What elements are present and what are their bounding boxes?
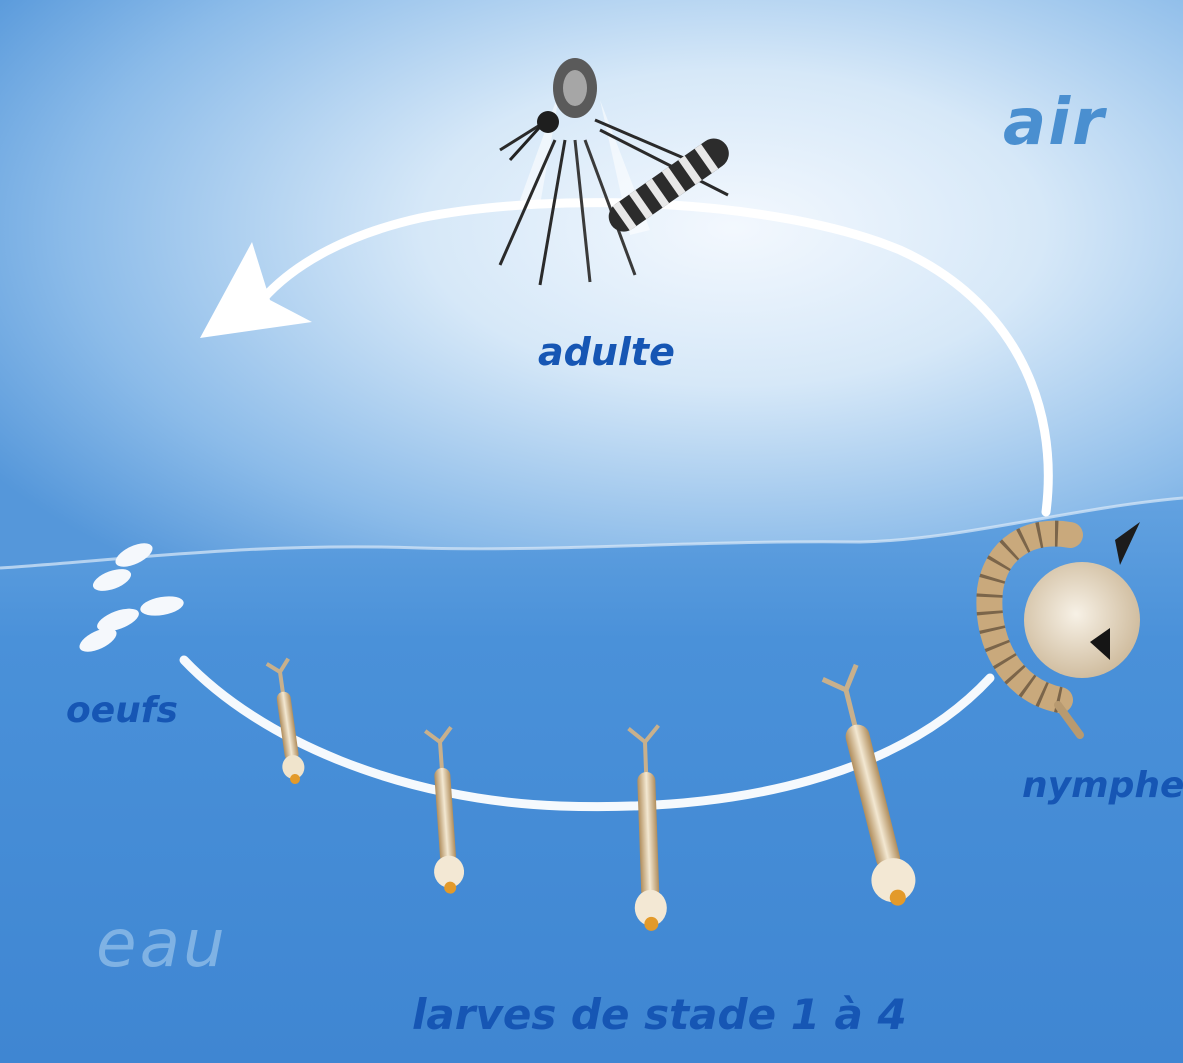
water-label: eau — [96, 905, 228, 982]
adult-label: adulte — [538, 330, 675, 374]
air-label: air — [1003, 86, 1106, 160]
larvae-label: larves de stade 1 à 4 — [412, 990, 907, 1039]
eggs-label: oeufs — [66, 690, 178, 731]
pupa-label: nymphe — [1022, 765, 1183, 806]
